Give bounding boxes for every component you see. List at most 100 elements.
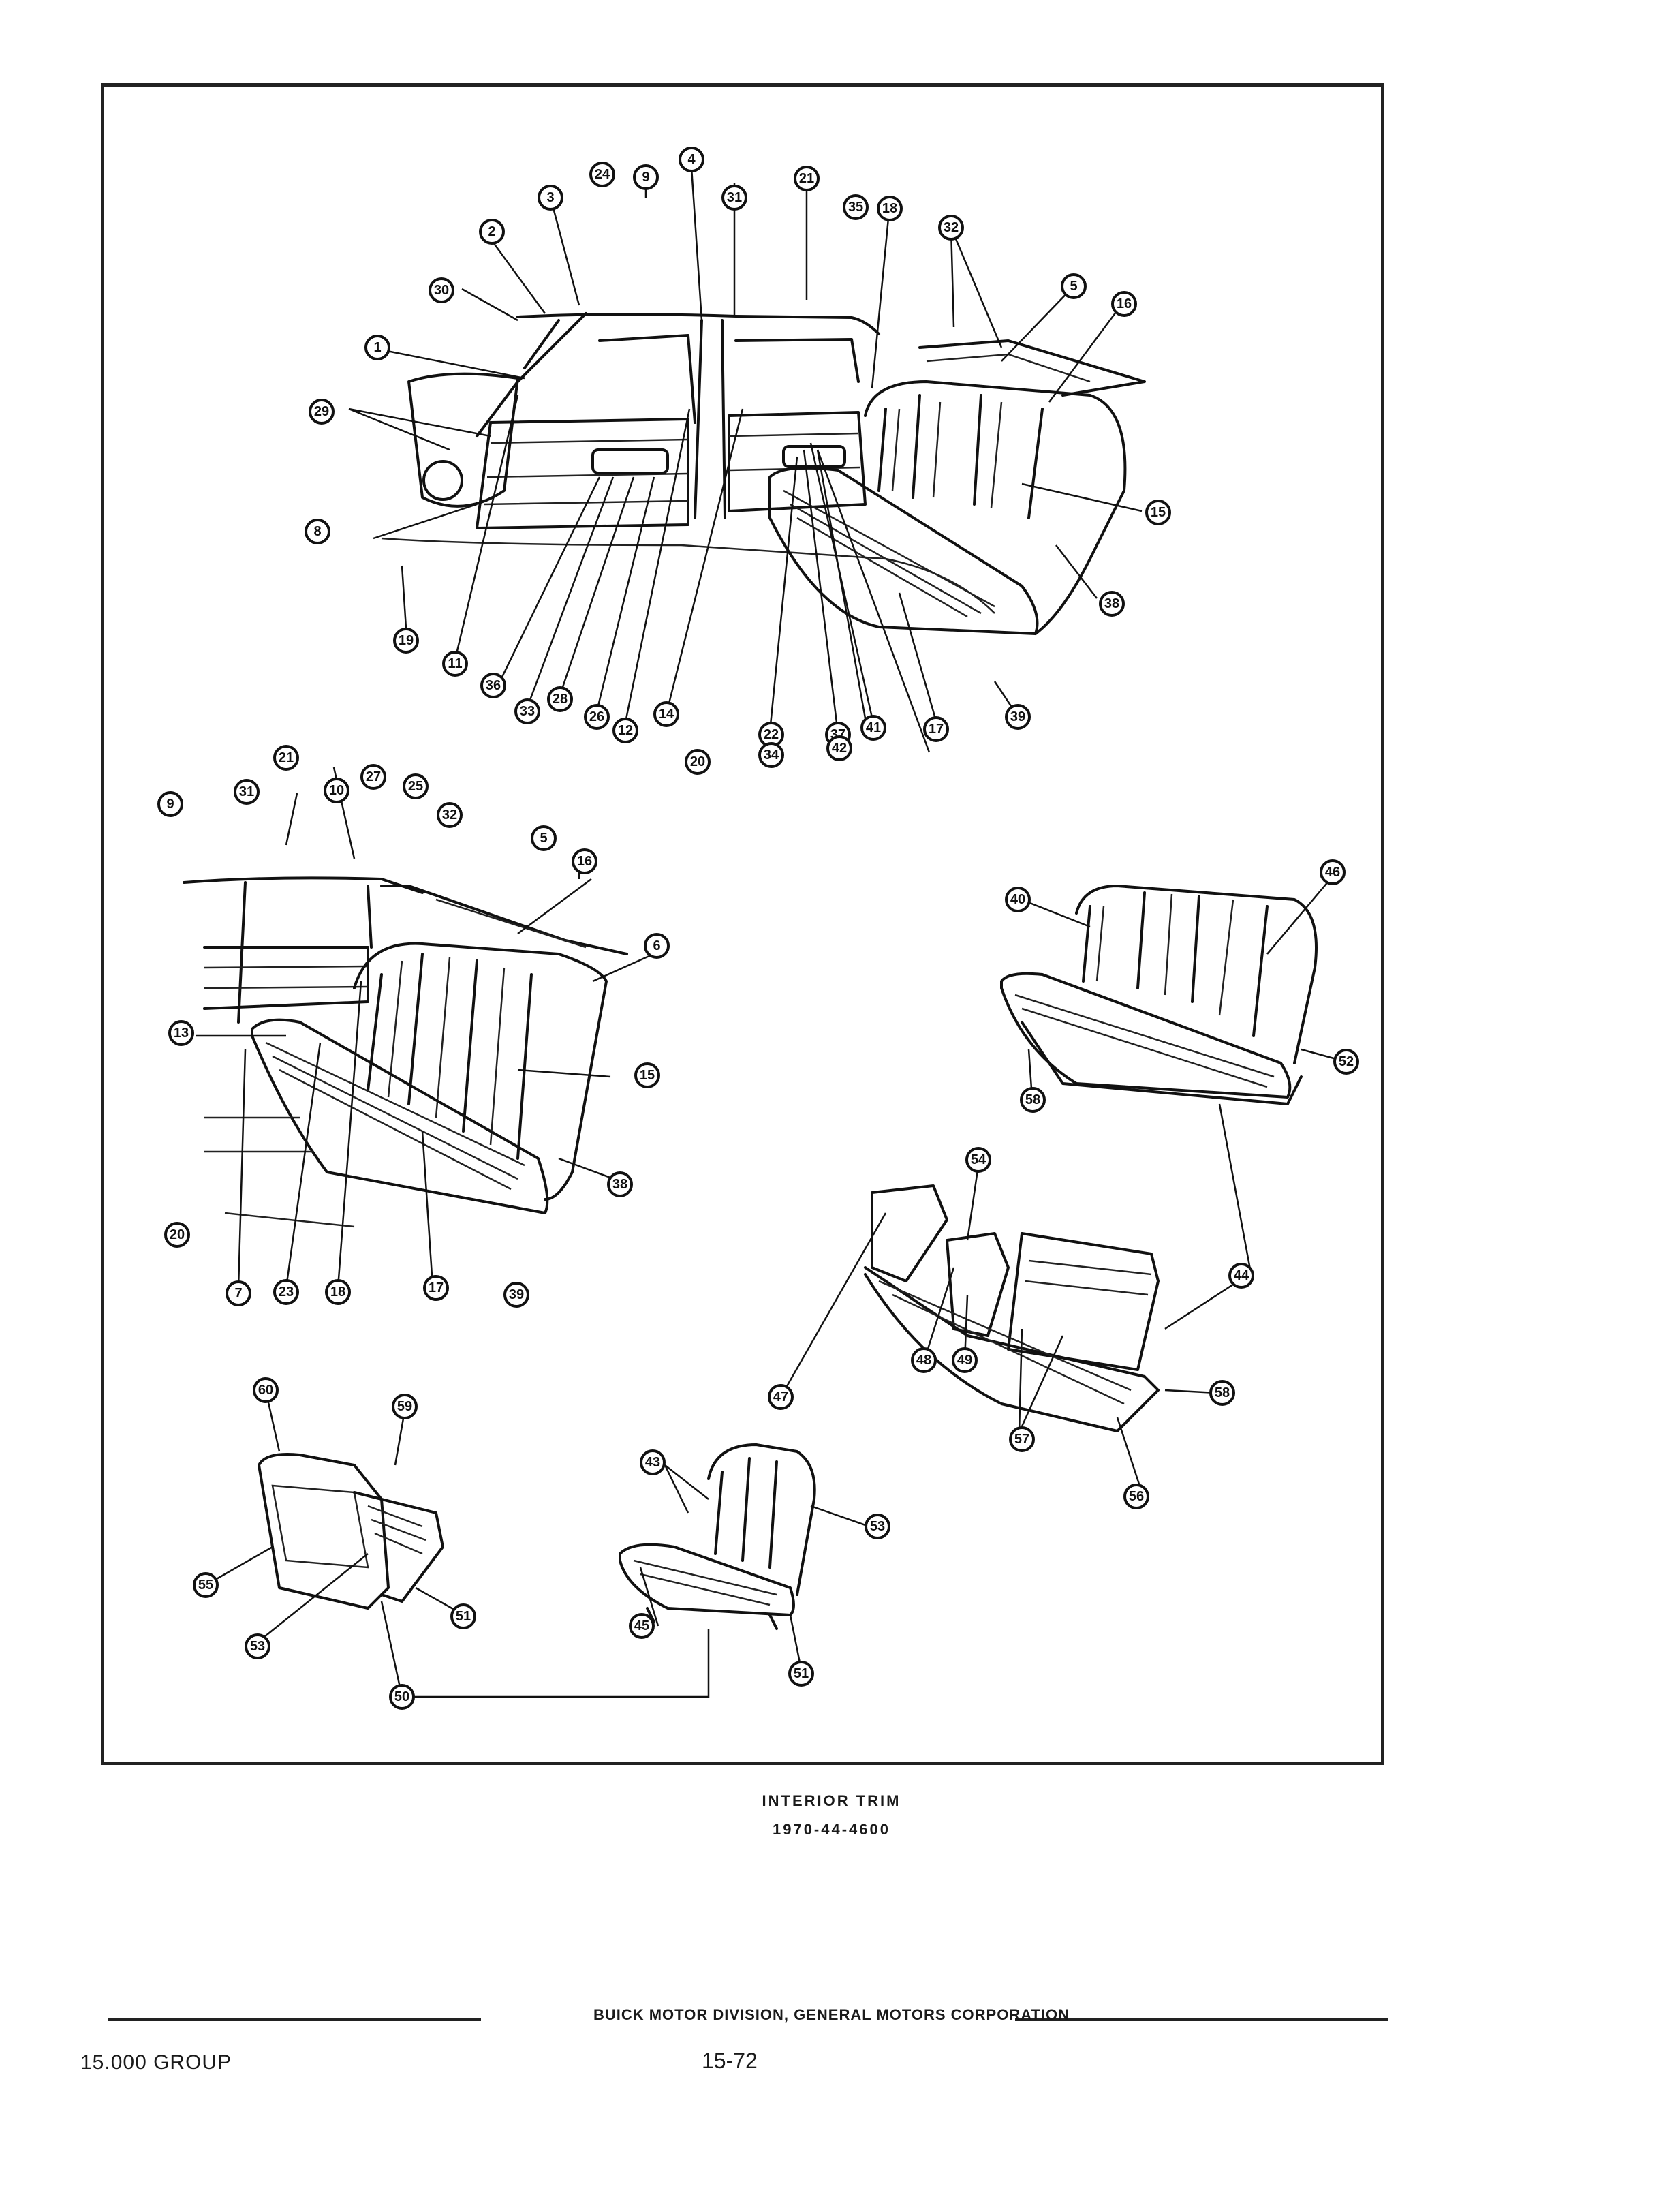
svg-text:18: 18 bbox=[330, 1285, 345, 1300]
svg-text:55: 55 bbox=[198, 1578, 213, 1593]
svg-text:16: 16 bbox=[577, 854, 592, 869]
svg-text:11: 11 bbox=[448, 656, 462, 671]
callout: 42 bbox=[826, 735, 852, 761]
svg-text:41: 41 bbox=[866, 720, 881, 735]
callout: 2 bbox=[479, 219, 505, 245]
figure-title: INTERIOR TRIM bbox=[762, 1792, 901, 1809]
svg-text:24: 24 bbox=[595, 167, 610, 182]
callout: 51 bbox=[788, 1661, 814, 1687]
svg-text:43: 43 bbox=[645, 1455, 660, 1470]
svg-text:51: 51 bbox=[794, 1666, 809, 1681]
callout: 25 bbox=[403, 773, 429, 799]
callout: 8 bbox=[305, 519, 330, 544]
svg-text:1: 1 bbox=[373, 340, 381, 355]
callout: 32 bbox=[437, 802, 463, 828]
svg-text:20: 20 bbox=[690, 754, 705, 769]
figure-code: 1970-44-4600 bbox=[772, 1821, 890, 1838]
svg-text:53: 53 bbox=[250, 1639, 265, 1654]
callout: 1 bbox=[364, 335, 390, 360]
svg-text:5: 5 bbox=[540, 831, 547, 846]
callout: 28 bbox=[547, 686, 573, 712]
callout: 16 bbox=[572, 848, 597, 874]
callout: 50 bbox=[389, 1684, 415, 1710]
callout: 16 bbox=[1111, 291, 1137, 317]
svg-text:23: 23 bbox=[279, 1285, 294, 1300]
svg-text:50: 50 bbox=[394, 1689, 409, 1704]
vehicle-interior-drawing bbox=[381, 312, 1146, 635]
callout: 57 bbox=[1009, 1426, 1035, 1452]
callout: 18 bbox=[325, 1279, 351, 1305]
svg-text:27: 27 bbox=[366, 769, 381, 784]
svg-text:35: 35 bbox=[848, 200, 863, 215]
callout: 35 bbox=[843, 194, 869, 220]
svg-text:60: 60 bbox=[258, 1383, 273, 1398]
callout: 55 bbox=[193, 1572, 219, 1598]
svg-text:9: 9 bbox=[642, 170, 649, 185]
footer-page-number: 15-72 bbox=[702, 2048, 758, 2073]
svg-text:45: 45 bbox=[634, 1618, 649, 1633]
svg-text:42: 42 bbox=[832, 741, 847, 756]
callout-labels: 1 2 3 4 5 5 6 7 8 9 9 10 11 12 13 14 15 … bbox=[157, 147, 1359, 1710]
svg-text:38: 38 bbox=[612, 1177, 627, 1192]
callout: 12 bbox=[612, 718, 638, 743]
footer-corporation: BUICK MOTOR DIVISION, GENERAL MOTORS COR… bbox=[593, 2006, 1070, 2023]
callout: 52 bbox=[1333, 1049, 1359, 1075]
svg-text:7: 7 bbox=[234, 1286, 242, 1301]
svg-text:33: 33 bbox=[520, 704, 535, 719]
svg-text:15: 15 bbox=[1151, 505, 1166, 520]
svg-text:17: 17 bbox=[429, 1280, 444, 1295]
callout: 36 bbox=[480, 673, 506, 698]
callout: 40 bbox=[1005, 887, 1031, 912]
callout: 20 bbox=[164, 1222, 190, 1248]
callout: 59 bbox=[392, 1394, 418, 1419]
svg-text:38: 38 bbox=[1104, 596, 1119, 611]
callout: 9 bbox=[633, 164, 659, 190]
callout: 32 bbox=[938, 215, 964, 241]
svg-text:31: 31 bbox=[727, 190, 742, 205]
svg-text:39: 39 bbox=[1010, 709, 1025, 724]
svg-text:9: 9 bbox=[166, 797, 174, 812]
svg-text:40: 40 bbox=[1010, 892, 1025, 907]
svg-text:6: 6 bbox=[653, 938, 660, 953]
svg-text:25: 25 bbox=[408, 779, 423, 794]
callout: 45 bbox=[629, 1613, 655, 1639]
callout: 15 bbox=[1145, 500, 1171, 525]
svg-text:47: 47 bbox=[773, 1389, 788, 1404]
callout: 3 bbox=[538, 185, 563, 211]
callout: 30 bbox=[429, 277, 454, 303]
callout: 17 bbox=[923, 716, 949, 742]
svg-text:32: 32 bbox=[944, 220, 959, 235]
diagram-frame bbox=[101, 83, 1384, 1765]
callout: 31 bbox=[234, 779, 260, 805]
callout: 7 bbox=[226, 1280, 251, 1306]
callout: 46 bbox=[1320, 859, 1346, 885]
callout: 51 bbox=[450, 1603, 476, 1629]
svg-text:32: 32 bbox=[442, 808, 457, 823]
callout: 48 bbox=[911, 1347, 937, 1373]
svg-text:4: 4 bbox=[687, 152, 696, 167]
callout: 21 bbox=[273, 745, 299, 771]
callout: 19 bbox=[393, 628, 419, 654]
bucket-seat-left-drawing bbox=[258, 1453, 444, 1610]
callout: 23 bbox=[273, 1279, 299, 1305]
callout: 56 bbox=[1123, 1484, 1149, 1509]
svg-text:14: 14 bbox=[659, 707, 674, 722]
callout: 38 bbox=[1099, 591, 1125, 617]
footer-group: 15.000 GROUP bbox=[80, 2051, 232, 2074]
callout: 34 bbox=[758, 742, 784, 768]
svg-text:44: 44 bbox=[1234, 1268, 1249, 1283]
rear-quarter-drawing bbox=[183, 876, 628, 1228]
callout: 31 bbox=[721, 185, 747, 211]
callout: 5 bbox=[531, 825, 557, 851]
callout: 18 bbox=[877, 196, 903, 221]
svg-text:12: 12 bbox=[618, 723, 633, 738]
svg-text:56: 56 bbox=[1129, 1489, 1144, 1504]
svg-text:19: 19 bbox=[399, 633, 414, 648]
svg-text:21: 21 bbox=[279, 750, 294, 765]
callout: 27 bbox=[360, 764, 386, 790]
svg-text:13: 13 bbox=[174, 1026, 189, 1041]
callout: 4 bbox=[679, 147, 704, 172]
svg-text:59: 59 bbox=[397, 1399, 412, 1414]
callout: 20 bbox=[685, 749, 711, 775]
